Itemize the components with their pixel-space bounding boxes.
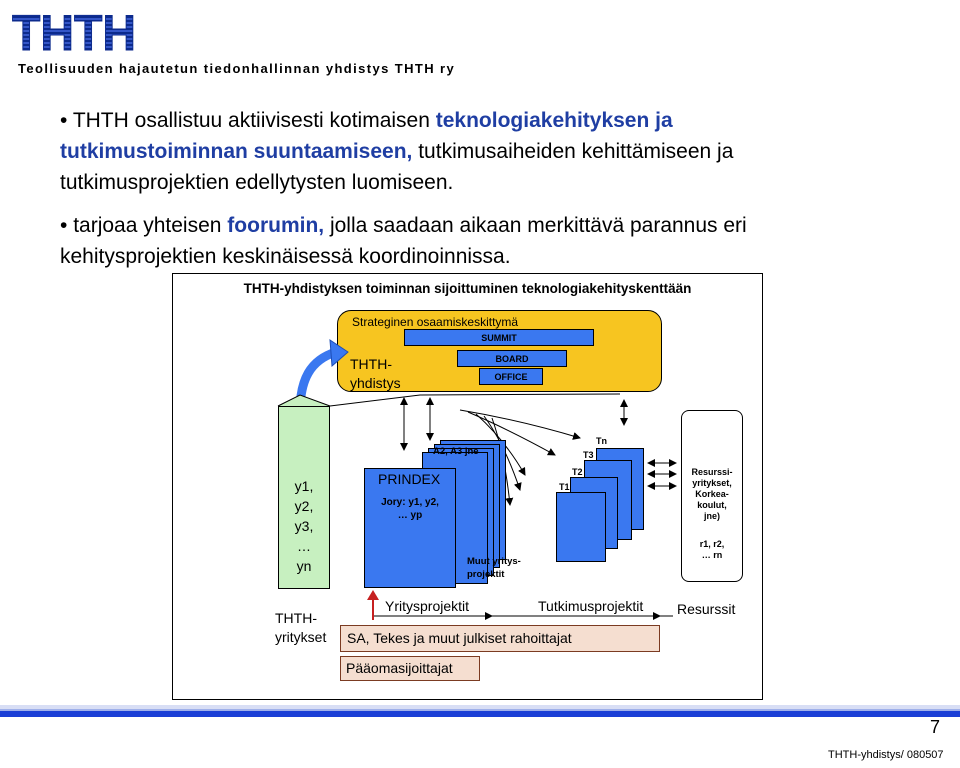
t-label: Tn <box>596 436 607 446</box>
member-box-top <box>277 394 331 407</box>
thth-association-label: THTH- yhdistys <box>350 356 401 391</box>
other-projects-label: Muut yritys- projektit <box>467 556 521 580</box>
public-funders-box: SA, Tekes ja muut julkiset rahoittajat <box>340 625 660 652</box>
investors-box: Pääomasijoittajat <box>340 656 480 681</box>
resources-box <box>681 410 743 582</box>
bullet-2: • tarjoaa yhteisen foorumin, jolla saada… <box>60 214 747 268</box>
bullet-dot-icon: • <box>60 214 74 237</box>
board-level: BOARD <box>457 350 567 367</box>
jory-label: Jory: y1, y2, … yp <box>381 497 439 521</box>
thth-companies-label: THTH- yritykset <box>275 610 327 645</box>
t-label: T2 <box>572 467 583 477</box>
summit-level: SUMMIT <box>404 329 594 346</box>
diagram-title: THTH-yhdistyksen toiminnan sijoittuminen… <box>243 281 692 296</box>
svg-text:THTH: THTH <box>12 5 136 54</box>
member-list: y1, y2, y3, … yn <box>294 478 314 574</box>
page-number: 7 <box>930 717 941 737</box>
a-projects-label: A2, A3 jne <box>433 446 479 457</box>
prindex-title: PRINDEX <box>378 471 441 487</box>
arrow-icon <box>467 411 556 456</box>
bullet-dot-icon: • <box>60 109 73 132</box>
research-projects-label: Tutkimusprojektit <box>538 598 644 614</box>
bullet-1: • THTH osallistuu aktiivisesti kotimaise… <box>60 109 734 194</box>
resources-description: Resurssi- yritykset, Korkea- koulut, jne… <box>691 467 733 521</box>
t-label: T1 <box>559 482 570 492</box>
resources-label: Resurssit <box>677 601 736 617</box>
member-companies-box <box>278 406 330 589</box>
footer-bar <box>0 705 960 717</box>
prindex-box <box>364 468 456 588</box>
arrow-icon <box>459 409 581 440</box>
research-project-box-t1 <box>556 492 606 562</box>
office-level: OFFICE <box>479 368 543 385</box>
thth-logo: THTH <box>12 5 137 55</box>
t-label: T3 <box>583 450 594 460</box>
company-projects-label: Yritysprojektit <box>385 598 470 614</box>
footer-doc-id: THTH-yhdistys/ 080507 <box>828 749 944 761</box>
strategic-label: Strateginen osaamiskeskittymä <box>352 315 519 329</box>
resources-list: r1, r2, … rn <box>699 539 725 560</box>
organization-name: Teollisuuden hajautetun tiedonhallinnan … <box>18 61 456 76</box>
